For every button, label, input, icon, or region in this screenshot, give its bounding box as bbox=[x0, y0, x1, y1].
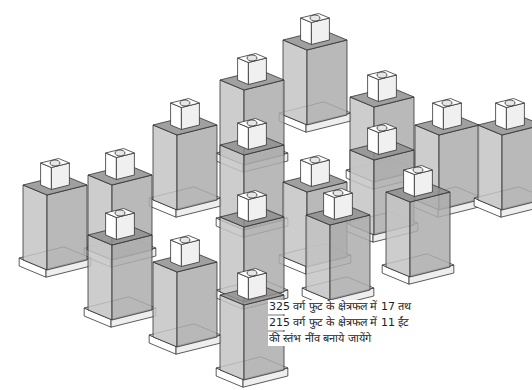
column-face bbox=[283, 40, 307, 125]
column-face bbox=[177, 262, 217, 347]
cap-hole bbox=[247, 192, 257, 198]
column-face bbox=[153, 262, 177, 347]
column-footing bbox=[84, 209, 156, 328]
cap-hole bbox=[310, 15, 320, 21]
cap-hole bbox=[413, 167, 423, 173]
note-text: 215 वर्ग फुट के क्षेत्रफल में 11 ईंट bbox=[268, 316, 410, 330]
column-face bbox=[220, 295, 244, 380]
column-face bbox=[153, 125, 177, 210]
cap-hole bbox=[442, 100, 452, 106]
cap-hole bbox=[247, 120, 257, 126]
column-footing bbox=[216, 191, 288, 310]
column-face bbox=[88, 235, 112, 320]
column-face bbox=[330, 215, 370, 300]
column-top bbox=[433, 99, 462, 108]
column-top bbox=[324, 189, 353, 198]
column-top bbox=[106, 209, 135, 218]
column-top bbox=[368, 71, 397, 80]
cap-hole bbox=[333, 190, 343, 196]
column-top bbox=[301, 14, 330, 23]
column-face bbox=[244, 217, 284, 302]
column-face bbox=[306, 215, 330, 300]
cap-hole bbox=[50, 160, 60, 166]
cap-hole bbox=[115, 150, 125, 156]
column-face bbox=[502, 125, 532, 210]
column-face bbox=[478, 125, 502, 210]
column-footing bbox=[474, 99, 532, 218]
column-face bbox=[47, 185, 87, 270]
column-top bbox=[238, 54, 267, 63]
column-top bbox=[301, 156, 330, 165]
cap-hole bbox=[180, 237, 190, 243]
column-top bbox=[238, 119, 267, 128]
column-footing bbox=[302, 189, 374, 308]
column-top bbox=[404, 166, 433, 175]
column-footing bbox=[19, 159, 91, 278]
cap-hole bbox=[180, 100, 190, 106]
cap-hole bbox=[505, 100, 515, 106]
cap-hole bbox=[310, 157, 320, 163]
note-text: की स्तंभ नींव बनाये जायेंगे bbox=[268, 332, 372, 346]
column-top bbox=[496, 99, 525, 108]
column-top bbox=[368, 124, 397, 133]
column-top bbox=[41, 159, 70, 168]
column-face bbox=[307, 40, 347, 125]
column-footing bbox=[149, 99, 221, 218]
cap-hole bbox=[377, 72, 387, 78]
column-face bbox=[386, 192, 410, 277]
column-top bbox=[171, 236, 200, 245]
column-footing bbox=[279, 14, 351, 133]
cap-hole bbox=[377, 125, 387, 131]
cap-hole bbox=[115, 210, 125, 216]
column-face bbox=[177, 125, 217, 210]
column-footing bbox=[149, 236, 221, 355]
cap-hole bbox=[247, 270, 257, 276]
column-top bbox=[238, 269, 267, 278]
column-top bbox=[171, 99, 200, 108]
column-top bbox=[106, 149, 135, 158]
column-footing bbox=[382, 166, 454, 285]
column-face bbox=[23, 185, 47, 270]
column-top bbox=[238, 191, 267, 200]
column-face bbox=[112, 235, 152, 320]
cap-hole bbox=[247, 55, 257, 61]
column-face bbox=[283, 182, 307, 267]
note-text: 325 वर्ग फुट के क्षेत्रफल में 17 तथ bbox=[268, 300, 412, 314]
column-face bbox=[410, 192, 450, 277]
